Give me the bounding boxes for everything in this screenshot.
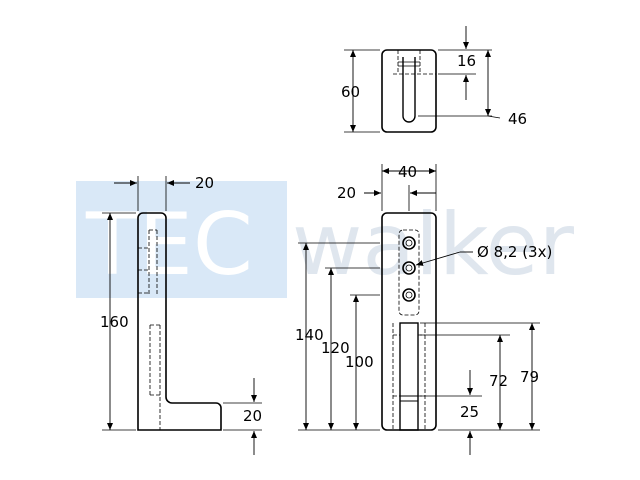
hole-callout: Ø 8,2 (3x) [477,243,552,261]
dim-hole-lower: 100 [345,353,374,371]
dim-side-foot: 20 [243,407,262,425]
front-view [298,164,540,455]
dim-slot-top: 79 [520,368,539,386]
side-view-outline [137,212,222,431]
hole-top [402,236,416,250]
dim-top-slot-length: 46 [508,110,527,128]
dim-top-height: 60 [341,83,360,101]
side-view [102,176,262,455]
dim-slot-mid: 72 [489,372,508,390]
top-view-slot [402,57,416,123]
top-view-outline [381,49,437,133]
hole-middle [402,261,416,275]
dim-top-slot-offset: 16 [457,52,476,70]
hole-bottom [402,288,416,302]
dim-side-thickness: 20 [195,174,214,192]
dim-front-hole-offset: 20 [337,184,356,202]
dim-hole-upper: 120 [321,339,350,357]
dim-front-height: 140 [295,326,324,344]
dim-front-width: 40 [398,163,417,181]
dim-side-height: 160 [100,313,129,331]
watermark: TEC walker [76,181,575,298]
watermark-text-walker: walker [292,195,575,295]
dim-slot-bottom: 25 [460,403,479,421]
front-view-slot [399,322,419,431]
top-view [344,26,501,133]
